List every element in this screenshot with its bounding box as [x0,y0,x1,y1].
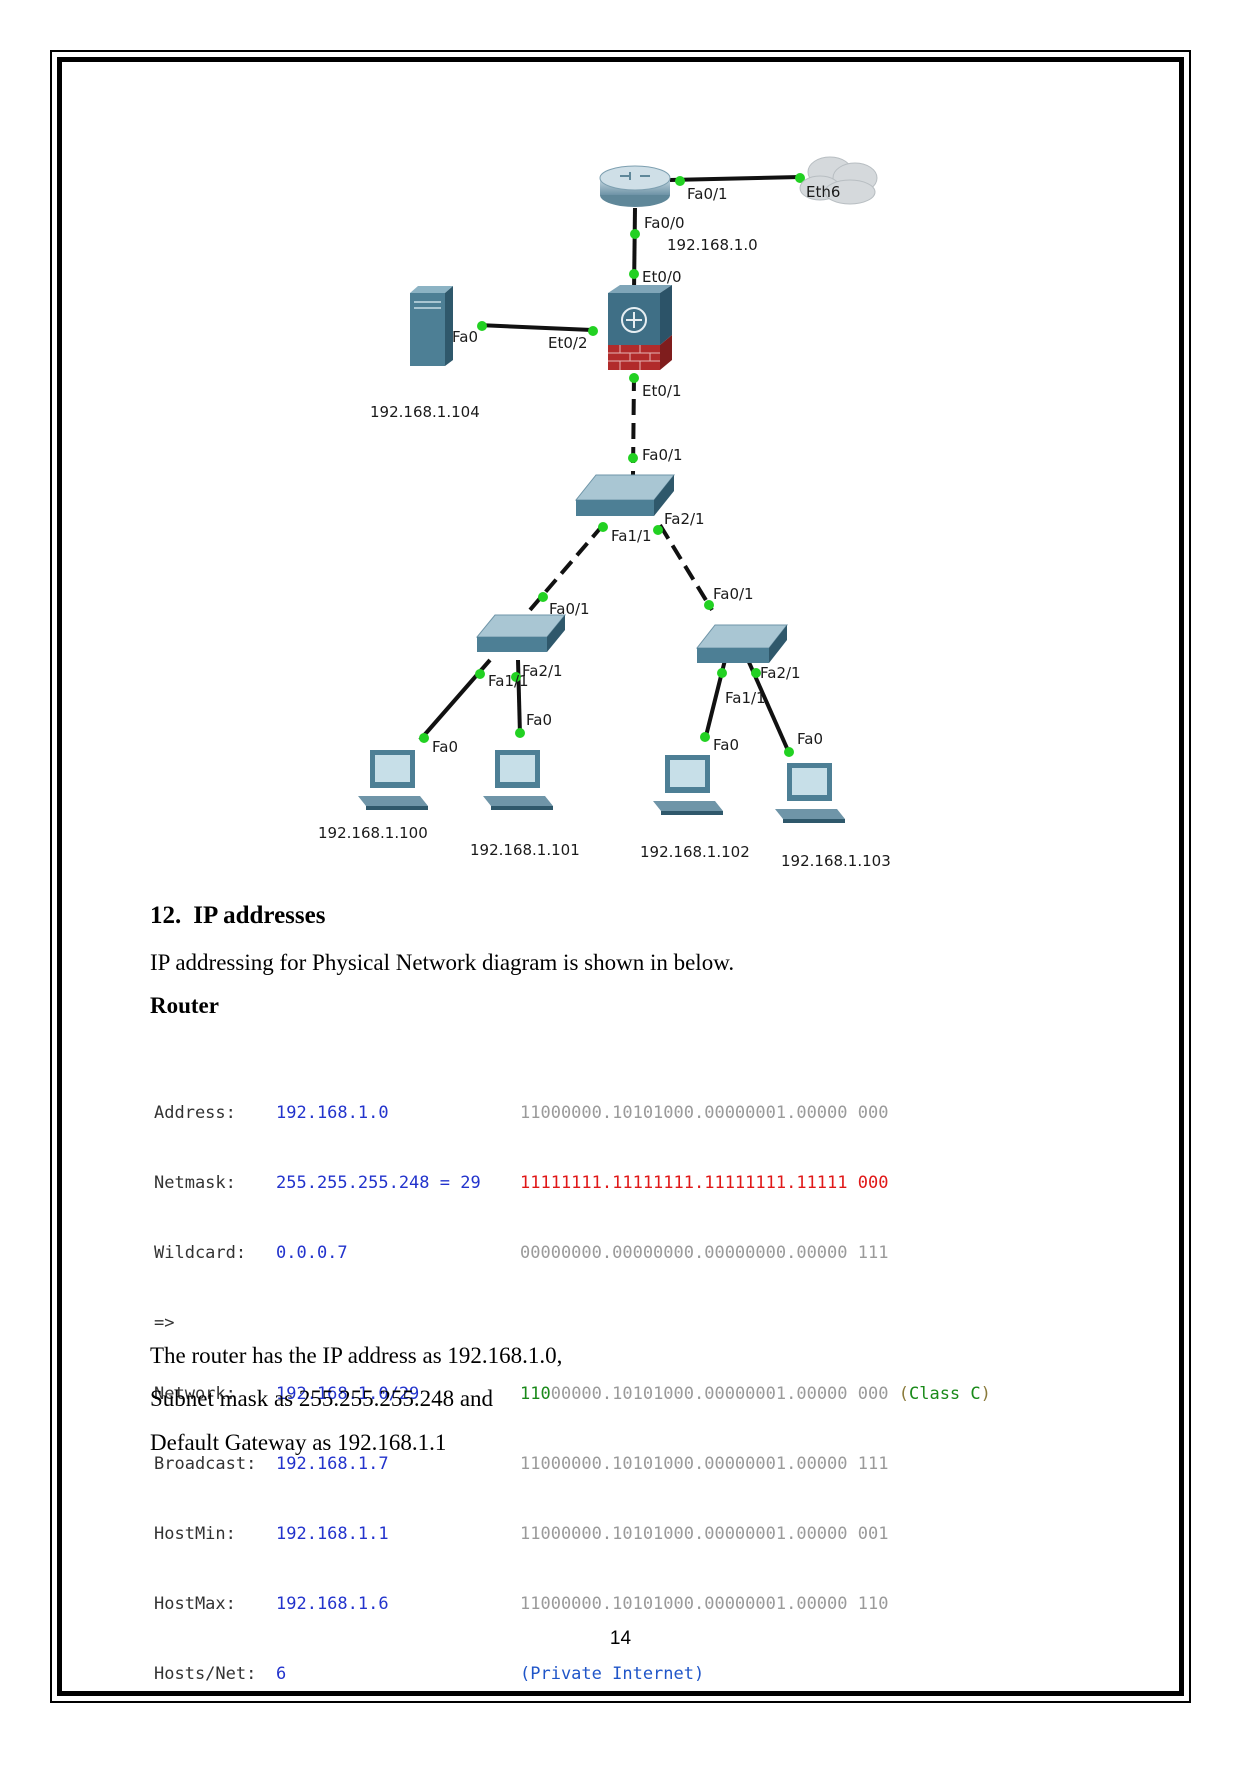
label-ip-server: 192.168.1.104 [370,403,480,421]
calc-key: Wildcard: [154,1243,247,1264]
calc-binary-rest: 00000.10101000.00000001.00000 000 [550,1383,889,1404]
calc-value: 255.255.255.248 = 29 [276,1173,481,1194]
pc-100-icon [358,750,428,810]
calc-binary-network-bits: 110 [520,1383,551,1404]
label-switch-fa21: Fa2/1 [664,510,705,528]
label-firewall-et00: Et0/0 [642,268,682,286]
links [418,175,801,756]
label-sw3-fa21: Fa2/1 [760,664,801,682]
calc-value: 192.168.1.0 [276,1102,389,1123]
switch-icon [574,474,676,516]
pc-101-icon [483,750,553,810]
calc-row-netmask: Netmask: 255.255.255.248 = 29 11111111.1… [154,1172,888,1195]
page-border-inner [57,57,1184,1696]
summary-line-2: Subnet mask as 255.255.255.248 and [150,1386,494,1411]
calc-binary: 11111111.11111111.11111111.11111 000 [520,1173,889,1194]
label-ip-pc101: 192.168.1.101 [470,841,580,859]
calc-row-address: Address: 192.168.1.0 11000000.10101000.0… [154,1102,888,1125]
link-switch-sw3 [658,523,714,612]
calc-binary: 11000000.10101000.00000001.00000 000 [520,1102,889,1123]
label-sw3-fa01: Fa0/1 [713,585,754,603]
link-switch-sw2 [528,523,605,612]
calc-binary: 11000000.10101000.00000001.00000 111 [520,1453,889,1474]
calc-row-hostmax: HostMax: 192.168.1.6 11000000.10101000.0… [154,1593,888,1616]
page-number: 14 [609,1628,632,1649]
cloud-icon [799,156,878,205]
label-ip-pc102: 192.168.1.102 [640,843,750,861]
label-pc101-fa0: Fa0 [526,711,552,729]
label-sw3-fa11: Fa1/1 [725,689,766,707]
label-sw2-fa21: Fa2/1 [522,662,563,680]
label-server-fa0: Fa0 [452,328,478,346]
calc-note: (Private Internet) [520,1664,705,1685]
label-sw2-fa11: Fa1/1 [488,672,529,690]
calc-key: Address: [154,1102,236,1123]
calc-binary: 11000000.10101000.00000001.00000 001 [520,1524,889,1545]
server-icon [410,286,453,366]
pc-102-icon [653,755,723,815]
link-router-cloud [669,175,801,182]
calc-key: Broadcast: [154,1453,257,1474]
switch-2-icon [475,614,567,652]
firewall-icon [608,285,672,370]
calc-class: Class C [908,1383,981,1404]
label-pc100-fa0: Fa0 [432,738,458,756]
summary-line-3: Default Gateway as 192.168.1.1 [150,1430,447,1455]
calc-key: HostMax: [154,1594,236,1615]
label-firewall-et01: Et0/1 [642,382,682,400]
label-sw2-fa01: Fa0/1 [549,600,590,618]
router-subheading: Router [150,993,219,1018]
section-number: 12. [150,902,182,929]
calc-value: 192.168.1.7 [276,1453,389,1474]
network-diagram: Fa0/1 Eth6 Fa0/0 192.168.1.0 Et0/0 Fa0 E… [318,156,891,870]
link-lights [419,173,805,757]
calc-key: HostMin: [154,1524,236,1545]
label-router-fa01: Fa0/1 [687,185,728,203]
label-link-ip: 192.168.1.0 [667,236,758,254]
calc-row-network: Network: 192.168.1.0/29 11000000.1010100… [154,1383,991,1406]
summary-line-1: The router has the IP address as 192.168… [150,1343,563,1368]
calc-row-hostmin: HostMin: 192.168.1.1 11000000.10101000.0… [154,1523,888,1546]
calc-value: 192.168.1.6 [276,1594,389,1615]
calc-row-hosts: Hosts/Net: 6 (Private Internet) [154,1663,704,1686]
calc-row-broadcast: Broadcast: 192.168.1.7 11000000.10101000… [154,1453,888,1476]
ip-calculator-output: Address: 192.168.1.0 11000000.10101000.0… [154,1055,991,1710]
calc-key: Network: [154,1383,236,1404]
link-router-firewall [632,207,637,293]
label-ip-pc103: 192.168.1.103 [781,852,891,870]
calc-value: 192.168.1.0/29 [276,1383,420,1404]
calc-binary: 00000000.00000000.00000000.00000 111 [520,1243,889,1264]
label-switch-fa01: Fa0/1 [642,446,683,464]
calc-arrow: => [154,1313,175,1334]
calc-key: Hosts/Net: [154,1664,257,1685]
calc-key: Netmask: [154,1173,236,1194]
calc-value: 192.168.1.1 [276,1524,389,1545]
section-title: IP addresses [193,902,326,929]
link-sw2-pc101 [516,659,522,736]
label-router-fa00: Fa0/0 [644,214,685,232]
page-border-outer [50,50,1191,1703]
switch-3-icon [695,624,789,663]
label-pc102-fa0: Fa0 [713,736,739,754]
label-switch-fa11: Fa1/1 [611,527,652,545]
label-ip-pc100: 192.168.1.100 [318,824,428,842]
label-pc103-fa0: Fa0 [797,730,823,748]
link-server-firewall [477,323,593,332]
intro-paragraph: IP addressing for Physical Network diagr… [150,950,735,975]
section-heading: 12. IP addresses [150,902,325,930]
calc-binary: 11000000.10101000.00000001.00000 000 (Cl… [520,1383,991,1404]
pc-103-icon [775,763,845,823]
calc-value: 0.0.0.7 [276,1243,348,1264]
calc-binary: 11000000.10101000.00000001.00000 110 [520,1594,889,1615]
calc-value: 6 [276,1664,287,1685]
label-cloud-eth6: Eth6 [806,183,840,201]
calc-row-arrow: => [154,1312,195,1335]
router-icon [599,165,671,207]
label-firewall-et02: Et0/2 [548,334,588,352]
calc-row-wildcard: Wildcard: 0.0.0.7 00000000.00000000.0000… [154,1242,888,1265]
